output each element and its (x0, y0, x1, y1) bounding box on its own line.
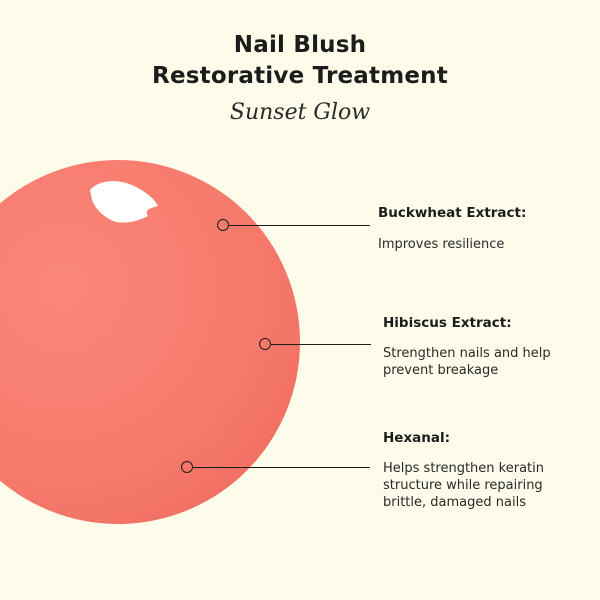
pointer-line (193, 467, 370, 469)
pointer-line (271, 344, 371, 346)
product-title-line-1: Nail Blush (233, 32, 367, 58)
pointer-dot (181, 461, 193, 473)
feature-name: Buckwheat Extract: (378, 205, 527, 221)
feature-description: Helps strengthen keratin structure while… (383, 461, 544, 510)
product-title-line-2: Restorative Treatment (152, 63, 448, 89)
feature-description: Strengthen nails and help prevent breaka… (383, 346, 551, 378)
pointer-dot (217, 219, 229, 231)
swatch-highlight (90, 181, 158, 223)
feature-name: Hexanal: (383, 430, 451, 446)
header: Nail Blush Restorative Treatment Sunset … (0, 30, 600, 128)
pointer-line (229, 225, 370, 227)
swatch-circle (0, 160, 300, 524)
pointer-dot (259, 338, 271, 350)
feature-hibiscus: Hibiscus Extract: Strengthen nails and h… (383, 314, 563, 379)
feature-buckwheat: Buckwheat Extract: Improves resilience (378, 204, 588, 253)
feature-name: Hibiscus Extract: (383, 315, 512, 331)
feature-hexanal: Hexanal: Helps strengthen keratin struct… (383, 429, 573, 511)
shade-name: Sunset Glow (229, 100, 371, 125)
feature-description: Improves resilience (378, 237, 505, 252)
